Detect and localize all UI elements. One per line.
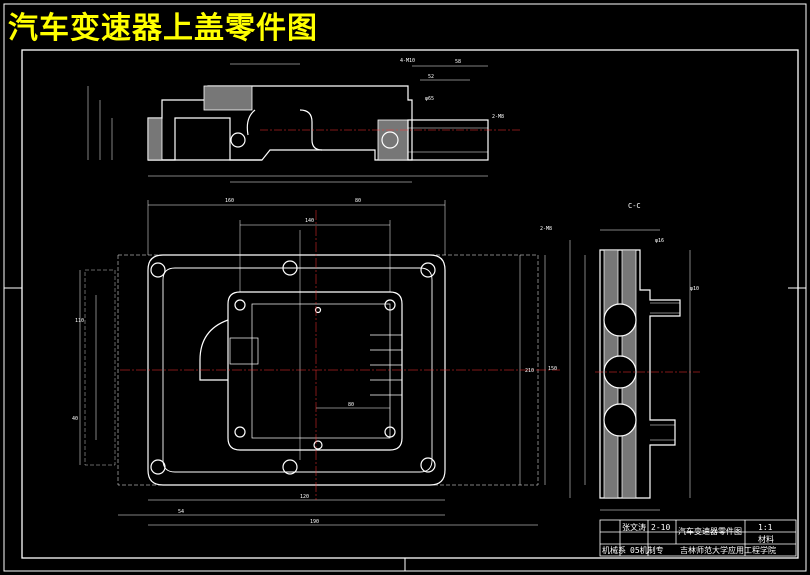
tb-scale: 1:1 (758, 523, 773, 532)
plan-dim-150: 150 (548, 366, 557, 372)
plan-dim-190: 190 (310, 519, 319, 525)
outer-frame (3, 3, 807, 572)
tb-drawer: 张文涛 (622, 522, 646, 532)
drawing-title: 汽车变速器上盖零件图 (8, 11, 318, 46)
plan-dim-110: 110 (75, 318, 84, 324)
top-section-view (87, 63, 520, 183)
side-dim-10: φ10 (690, 286, 699, 292)
inner-frame (21, 49, 799, 559)
plan-dim-140: 140 (305, 218, 314, 224)
title-block (599, 519, 797, 557)
tb-material: 材料 (758, 534, 774, 544)
section-label: C-C (628, 202, 641, 210)
top-dim-52: 52 (428, 74, 434, 80)
top-dim-thread: 2-M8 (492, 114, 504, 120)
top-dim-diameter: φ65 (425, 96, 434, 102)
plan-view (84, 254, 539, 486)
plan-dim-40: 40 (72, 416, 78, 422)
side-dim-thread: 2-M8 (540, 226, 552, 232)
tb-drawing-name: 汽车变速器零件图 (678, 526, 742, 536)
top-dim-holes: 4-M10 (400, 58, 415, 64)
plan-dim-160: 160 (225, 198, 234, 204)
plan-dim-54: 54 (178, 509, 184, 515)
plan-dim-80: 80 (355, 198, 361, 204)
plan-dim-120: 120 (300, 494, 309, 500)
plan-dim-210: 210 (525, 368, 534, 374)
tb-drawing-no: 2-10 (651, 523, 670, 532)
top-dim-58: 58 (455, 59, 461, 65)
side-section-dims (569, 229, 691, 511)
tb-department: 机械系 (602, 545, 626, 555)
tb-class: 05机制专 (630, 545, 664, 555)
tb-school: 吉林师范大学应用工程学院 (680, 545, 776, 555)
side-section-view (599, 249, 681, 499)
side-dim-16: φ16 (655, 238, 664, 244)
plan-view-dims (79, 200, 546, 526)
plan-dim-80b: 80 (348, 402, 354, 408)
